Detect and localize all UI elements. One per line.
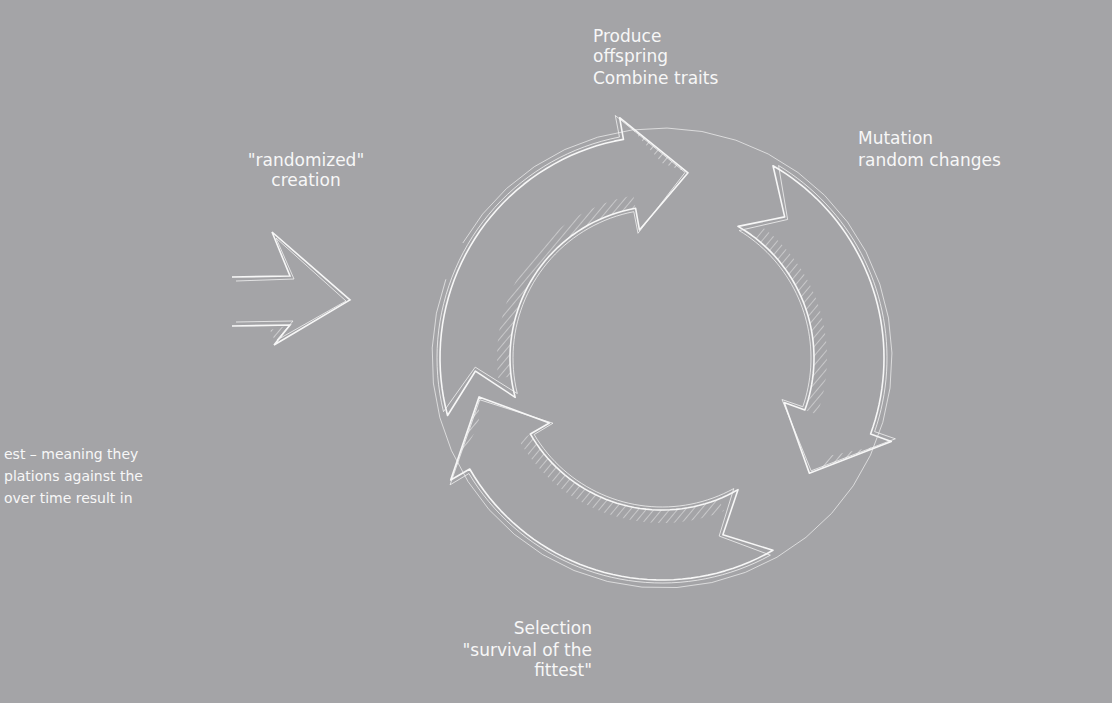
body-text: plations against the bbox=[4, 468, 234, 485]
arrow-label: Produce offspring bbox=[593, 26, 688, 67]
cycle-arrow bbox=[450, 400, 770, 583]
body-text: est – meaning they bbox=[4, 446, 234, 463]
cycle-arrow bbox=[440, 118, 688, 416]
entry-arrow-outline bbox=[232, 232, 350, 345]
cycle-arrow bbox=[451, 397, 773, 580]
cycle-arrow bbox=[738, 166, 891, 473]
arrow-note: random changes bbox=[858, 150, 1078, 170]
arrow-note: Combine traits bbox=[593, 68, 763, 88]
body-text: over time result in bbox=[4, 490, 234, 507]
sketch-circle bbox=[432, 128, 892, 587]
entry-arrow bbox=[232, 232, 350, 345]
cycle-arrows bbox=[432, 115, 895, 587]
cycle-arrow bbox=[739, 166, 895, 471]
hatch-shading bbox=[497, 196, 636, 379]
hatch-shading bbox=[519, 434, 724, 523]
start-label: "randomized" creation bbox=[236, 150, 376, 191]
arrow-label: Selection bbox=[450, 618, 592, 638]
arrow-note: "survival of the fittest" bbox=[450, 640, 592, 681]
cycle-arrow bbox=[437, 115, 685, 411]
arrow-label: Mutation bbox=[858, 128, 1058, 148]
entry-arrow-outline bbox=[236, 238, 346, 340]
hatch-shading bbox=[756, 228, 827, 414]
